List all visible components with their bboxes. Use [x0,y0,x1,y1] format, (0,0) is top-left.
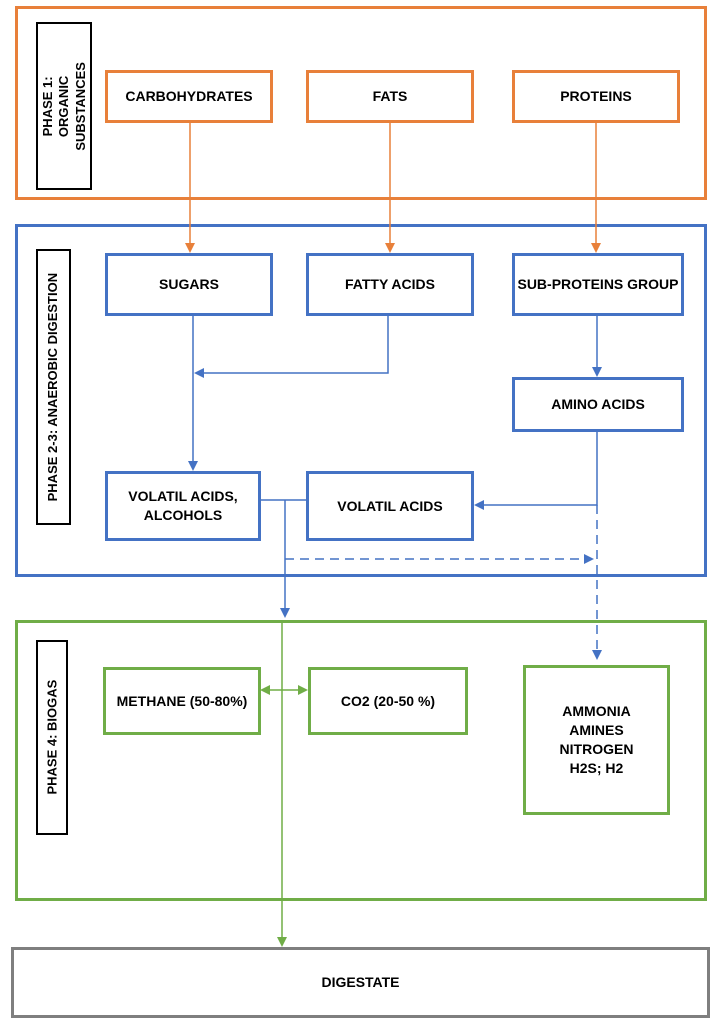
volatil-acids-alcohols-box: VOLATIL ACIDS, ALCOHOLS [105,471,261,541]
sub-proteins-label: SUB-PROTEINS GROUP [517,276,679,293]
arrow-fatty-acids-merge [194,316,389,378]
digestate-label: DIGESTATE [321,974,400,991]
phase1-frame [15,6,707,200]
phase4-frame [15,620,707,901]
fatty-acids-box: FATTY ACIDS [306,253,474,316]
sugars-box: SUGARS [105,253,273,316]
phase23-label: PHASE 2-3: ANAEROBIC DIGESTION [36,249,71,525]
co2-box: CO2 (20-50 %) [308,667,468,735]
fatty-acids-label: FATTY ACIDS [345,276,435,293]
proteins-label: PROTEINS [560,88,632,105]
proteins-box: PROTEINS [512,70,680,123]
amino-acids-box: AMINO ACIDS [512,377,684,432]
ammonia-group-box: AMMONIA AMINES NITROGEN H2S; H2 [523,665,670,815]
digestate-box: DIGESTATE [11,947,710,1018]
co2-label: CO2 (20-50 %) [340,692,436,709]
fats-label: FATS [372,88,408,105]
phase23-frame [15,224,707,577]
volatil-acids-alcohols-label: VOLATIL ACIDS, ALCOHOLS [128,488,238,523]
carbohydrates-label: CARBOHYDRATES [125,88,253,105]
volatil-acids-label: VOLATIL ACIDS [337,497,443,514]
amino-acids-label: AMINO ACIDS [551,396,645,413]
ammonia-group-label: AMMONIA AMINES NITROGEN H2S; H2 [559,703,634,776]
fats-box: FATS [306,70,474,123]
sub-proteins-box: SUB-PROTEINS GROUP [512,253,684,316]
sugars-label: SUGARS [159,276,219,293]
carbohydrates-box: CARBOHYDRATES [105,70,273,123]
phase4-label: PHASE 4: BIOGAS [36,640,68,835]
volatil-acids-box: VOLATIL ACIDS [306,471,474,541]
arrow-amino-volatil [474,431,598,510]
methane-label: METHANE (50-80%) [116,692,248,709]
methane-box: METHANE (50-80%) [103,667,261,735]
phase1-label: PHASE 1: ORGANIC SUBSTANCES [36,22,92,190]
